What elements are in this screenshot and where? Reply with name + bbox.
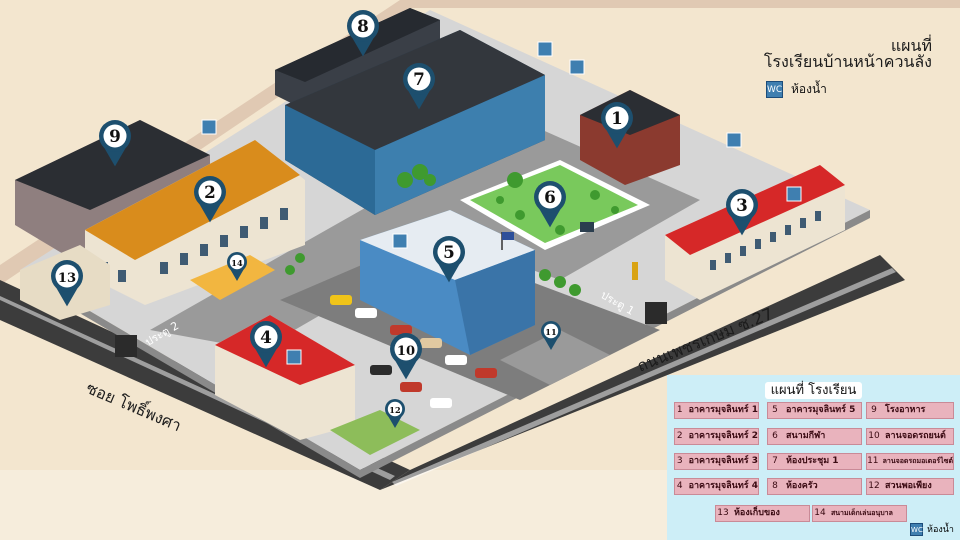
legend-item-label: ห้องครัว xyxy=(786,481,818,491)
pin-10[interactable]: 10 xyxy=(390,333,422,380)
pin-4[interactable]: 4 xyxy=(250,321,282,368)
toilet-legend-label: ห้องน้ำ xyxy=(791,82,827,96)
pin-9[interactable]: 9 xyxy=(99,120,131,167)
legend-item-label: อาคารมุจลินทร์ 2 xyxy=(688,431,758,441)
legend-item-number: 3 xyxy=(676,456,683,466)
legend-item-number: 8 xyxy=(772,481,778,491)
legend-item-3: 3 อาคารมุจลินทร์ 3 xyxy=(674,453,759,470)
legend-item-number: 11 xyxy=(867,456,879,466)
legend-item-10: 10 ลานจอดรถยนต์ xyxy=(866,428,954,445)
flag xyxy=(502,232,514,240)
field-trees xyxy=(496,172,619,235)
building-4-roof xyxy=(215,315,355,385)
pin-2[interactable]: 2 xyxy=(194,176,226,223)
toilet-markers xyxy=(201,41,802,365)
legend-item-5: 5 อาคารมุจลินทร์ 5 xyxy=(767,402,862,419)
legend-item-12: 12 สวนพอเพียง xyxy=(866,478,954,495)
legend-item-label: สวนพอเพียง xyxy=(885,481,932,491)
pin-label: 1 xyxy=(611,108,623,128)
pin-8[interactable]: 8 xyxy=(347,10,379,57)
legend-item-number: 2 xyxy=(676,431,683,441)
legend-item-6: 6 สนามกีฬา xyxy=(767,428,862,445)
pin-label: 8 xyxy=(357,16,369,36)
pin-label: 6 xyxy=(544,187,556,207)
playground xyxy=(190,255,275,300)
building-9-roof xyxy=(15,120,210,210)
cars xyxy=(330,295,497,408)
pin-7[interactable]: 7 xyxy=(403,63,435,110)
pin-label: 3 xyxy=(736,195,748,215)
legend-title: แผนที่ โรงเรียน xyxy=(667,379,960,400)
pin-label: 14 xyxy=(231,258,243,268)
pin-13[interactable]: 13 xyxy=(51,260,83,307)
legend-item-number: 5 xyxy=(772,405,778,415)
legend-item-number: 1 xyxy=(676,405,683,415)
pin-label: 5 xyxy=(443,242,455,262)
motorbike-lot xyxy=(500,330,610,385)
pin-label: 7 xyxy=(413,69,425,89)
map-title-line1: แผนที่ xyxy=(890,36,932,55)
legend-toilet-label: ห้องน้ำ xyxy=(927,525,954,535)
pin-6[interactable]: 6 xyxy=(534,181,566,228)
pin-label: 2 xyxy=(204,182,216,202)
legend-item-label: อาคารมุจลินทร์ 5 xyxy=(786,405,856,415)
legend-item-number: 6 xyxy=(772,431,778,441)
toilet-icon: WC xyxy=(766,81,783,98)
legend-item-9: 9 โรงอาหาร xyxy=(866,402,954,419)
map-title-line2: โรงเรียนบ้านหน้าควนลัง xyxy=(763,52,932,71)
building-5-side xyxy=(455,250,535,355)
legend-item-number: 4 xyxy=(676,481,683,491)
legend-item-label: ห้องประชุม 1 xyxy=(786,456,839,466)
legend-item-7: 7 ห้องประชุม 1 xyxy=(767,453,862,470)
building-7-glass xyxy=(375,75,545,215)
legend-panel: แผนที่ โรงเรียน 1 อาคารมุจลินทร์ 1 2 อาคารม… xyxy=(667,375,960,540)
field-hut xyxy=(580,222,594,232)
statue xyxy=(632,262,638,280)
toilet-icon: WC xyxy=(910,522,924,536)
gate-1-icon xyxy=(645,302,667,324)
gate-2-icon xyxy=(115,335,137,357)
legend-item-4: 4 อาคารมุจลินทร์ 4 xyxy=(674,478,759,495)
legend-item-label: โรงอาหาร xyxy=(885,405,926,415)
pin-1[interactable]: 1 xyxy=(601,102,633,149)
legend-item-number: 7 xyxy=(772,456,778,466)
legend-item-number: 10 xyxy=(868,431,880,441)
building-3-windows xyxy=(710,211,821,270)
legend-item-1: 1 อาคารมุจลินทร์ 1 xyxy=(674,402,759,419)
pin-11[interactable]: 11 xyxy=(541,321,561,350)
legend-item-label: สนามกีฬา xyxy=(786,431,826,441)
legend-item-number: 12 xyxy=(868,481,880,491)
pin-label: 11 xyxy=(545,327,556,337)
pin-5[interactable]: 5 xyxy=(433,236,465,283)
top-wall xyxy=(0,0,960,285)
legend-item-label: ลานจอดรถยนต์ xyxy=(885,431,946,441)
legend-item-label: อาคารมุจลินทร์ 3 xyxy=(688,456,758,466)
pin-label: 12 xyxy=(389,405,400,415)
legend-item-2: 2 อาคารมุจลินทร์ 2 xyxy=(674,428,759,445)
legend-item-label: อาคารมุจลินทร์ 1 xyxy=(688,405,758,415)
legend-item-8: 8 ห้องครัว xyxy=(767,478,862,495)
trees xyxy=(285,164,581,296)
pin-label: 13 xyxy=(58,271,76,286)
pin-3[interactable]: 3 xyxy=(726,189,758,236)
pin-12[interactable]: 12 xyxy=(385,399,405,428)
pin-14[interactable]: 14 xyxy=(227,252,247,281)
toilet-legend: WC ห้องน้ำ xyxy=(766,80,827,99)
pin-label: 9 xyxy=(109,126,121,146)
legend-toilet: WC ห้องน้ำ xyxy=(910,522,954,536)
building-2-roof xyxy=(85,140,300,260)
legend-item-label: อาคารมุจลินทร์ 4 xyxy=(688,481,758,491)
legend-item-number: 9 xyxy=(871,405,877,415)
main-road-line xyxy=(392,268,896,486)
legend-item-label: ลานจอดรถมอเตอร์ไซต์ xyxy=(882,457,953,465)
building-7-side xyxy=(285,105,375,215)
pin-label: 4 xyxy=(260,327,272,347)
pin-label: 10 xyxy=(397,344,415,359)
